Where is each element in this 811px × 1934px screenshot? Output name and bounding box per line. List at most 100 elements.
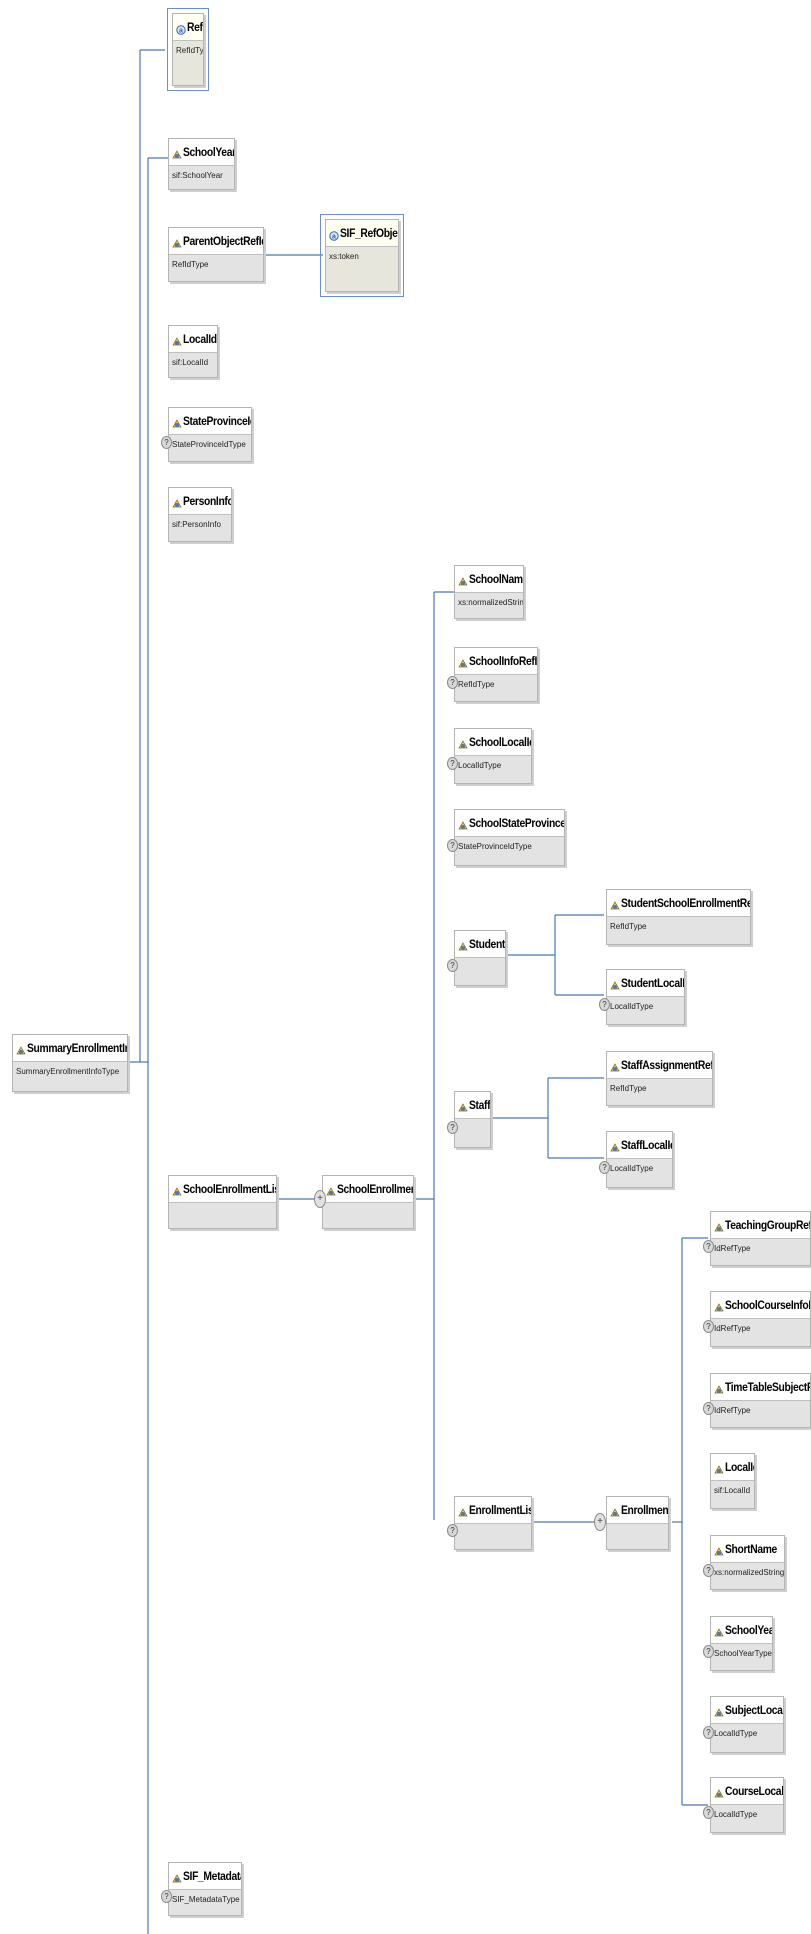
course-local-id-element[interactable]: CourseLocalIdLocalIdType [710, 1777, 784, 1833]
node-header: LocalId [711, 1454, 754, 1480]
node-type: RefIdType [455, 674, 537, 701]
element-icon [714, 1705, 724, 1717]
element-icon [714, 1300, 724, 1312]
school-course-info-refid-element[interactable]: SchoolCourseInfoRefIIdRefType [710, 1291, 811, 1347]
node-name: CourseLocalId [725, 1784, 783, 1798]
node-name: SummaryEnrollmentInfo [27, 1041, 127, 1055]
node-header: TeachingGroupRefId [711, 1212, 810, 1238]
node-header: TimeTableSubjectRefI [711, 1374, 810, 1400]
node-type: StateProvinceIdType [455, 836, 564, 865]
node-type: RefIdType [607, 1078, 712, 1105]
node-header: SchoolInfoRefId [455, 648, 537, 674]
node-name: SchoolLocalId [469, 735, 531, 749]
node-name: StateProvinceId [183, 414, 251, 428]
optional-marker-icon: ? [447, 1121, 458, 1134]
staff-element[interactable]: Staff [454, 1091, 491, 1148]
element-icon [714, 1462, 724, 1474]
subject-local-id-element[interactable]: SubjectLocalIdLocalIdType [710, 1696, 784, 1753]
school-enrollment-element[interactable]: SchoolEnrollment [322, 1175, 414, 1229]
node-type: RefIdType [607, 916, 750, 944]
node-header: SubjectLocalId [711, 1697, 783, 1723]
node-header: ParentObjectRefId [169, 228, 263, 254]
school-enrollment-list-element[interactable]: SchoolEnrollmentList [168, 1175, 277, 1229]
node-name: Staff [469, 1098, 490, 1112]
node-header: Enrollment [607, 1497, 668, 1523]
enrollment-list-element[interactable]: EnrollmentList [454, 1496, 532, 1550]
node-type: LocalIdType [711, 1723, 783, 1752]
node-header: SchoolEnrollment [323, 1176, 413, 1202]
optional-marker-icon: ? [161, 436, 172, 449]
element-icon [458, 656, 468, 668]
optional-marker-icon: ? [447, 676, 458, 689]
optional-marker-icon: ? [599, 998, 610, 1011]
node-type: SummaryEnrollmentInfoType [13, 1061, 127, 1091]
node-header: SchoolEnrollmentList [169, 1176, 276, 1202]
node-name: SchoolInfoRefId [469, 654, 537, 668]
optional-marker-icon: ? [447, 839, 458, 852]
node-name: SchoolEnrollment [337, 1182, 413, 1196]
node-type: IdRefType [711, 1238, 810, 1265]
sequence-compositor-icon[interactable]: + [594, 1513, 606, 1531]
attribute-icon: a [329, 228, 339, 241]
element-icon [458, 1100, 468, 1112]
node-name: SIF_Metadata [183, 1869, 241, 1883]
node-type: sif:LocalId [711, 1480, 754, 1508]
timetable-subject-refid-element[interactable]: TimeTableSubjectRefIIdRefType [710, 1373, 811, 1428]
node-header: SchoolYear [169, 139, 234, 165]
node-type [455, 1118, 490, 1147]
node-type: RefIdType [169, 254, 263, 281]
element-icon [714, 1382, 724, 1394]
sequence-compositor-icon[interactable]: + [314, 1190, 326, 1208]
node-name: SIF_RefObject [340, 226, 398, 240]
optional-marker-icon: ? [703, 1320, 714, 1333]
node-type: xs:normalizedString [455, 592, 523, 618]
node-type: sif:LocalId [169, 352, 217, 377]
optional-marker-icon: ? [703, 1806, 714, 1819]
optional-marker-icon: ? [447, 757, 458, 770]
node-header: SchoolLocalId [455, 729, 531, 755]
enrollment-school-year-element[interactable]: SchoolYearSchoolYearType [710, 1616, 773, 1671]
optional-marker-icon: ? [703, 1726, 714, 1739]
refid-attribute[interactable]: aRefIdRefIdType [167, 8, 209, 91]
node-type: SIF_MetadataType [169, 1889, 241, 1915]
element-icon [172, 334, 182, 346]
optional-marker-icon: ? [161, 1890, 172, 1903]
node-header: SchoolCourseInfoRefI [711, 1292, 810, 1318]
teaching-group-refid-element[interactable]: TeachingGroupRefIdIdRefType [710, 1211, 811, 1266]
node-header: CourseLocalId [711, 1778, 783, 1804]
node-name: SchoolEnrollmentList [183, 1182, 276, 1196]
node-name: SchoolYear [725, 1623, 772, 1637]
node-header: SummaryEnrollmentInfo [13, 1035, 127, 1061]
node-header: LocalId [169, 326, 217, 352]
element-icon [458, 574, 468, 586]
node-type [169, 1202, 276, 1228]
element-icon [172, 147, 182, 159]
node-header: StudentSchoolEnrollmentRefId [607, 890, 750, 916]
node-name: ShortName [725, 1542, 777, 1556]
root-element[interactable]: SummaryEnrollmentInfoSummaryEnrollmentIn… [12, 1034, 128, 1092]
node-type: IdRefType [711, 1318, 810, 1346]
element-icon [610, 978, 620, 990]
student-element[interactable]: Student [454, 930, 506, 986]
element-icon [714, 1220, 724, 1232]
enrollment-element[interactable]: Enrollment [606, 1496, 669, 1550]
node-name: SchoolStateProvinceId [469, 816, 564, 830]
